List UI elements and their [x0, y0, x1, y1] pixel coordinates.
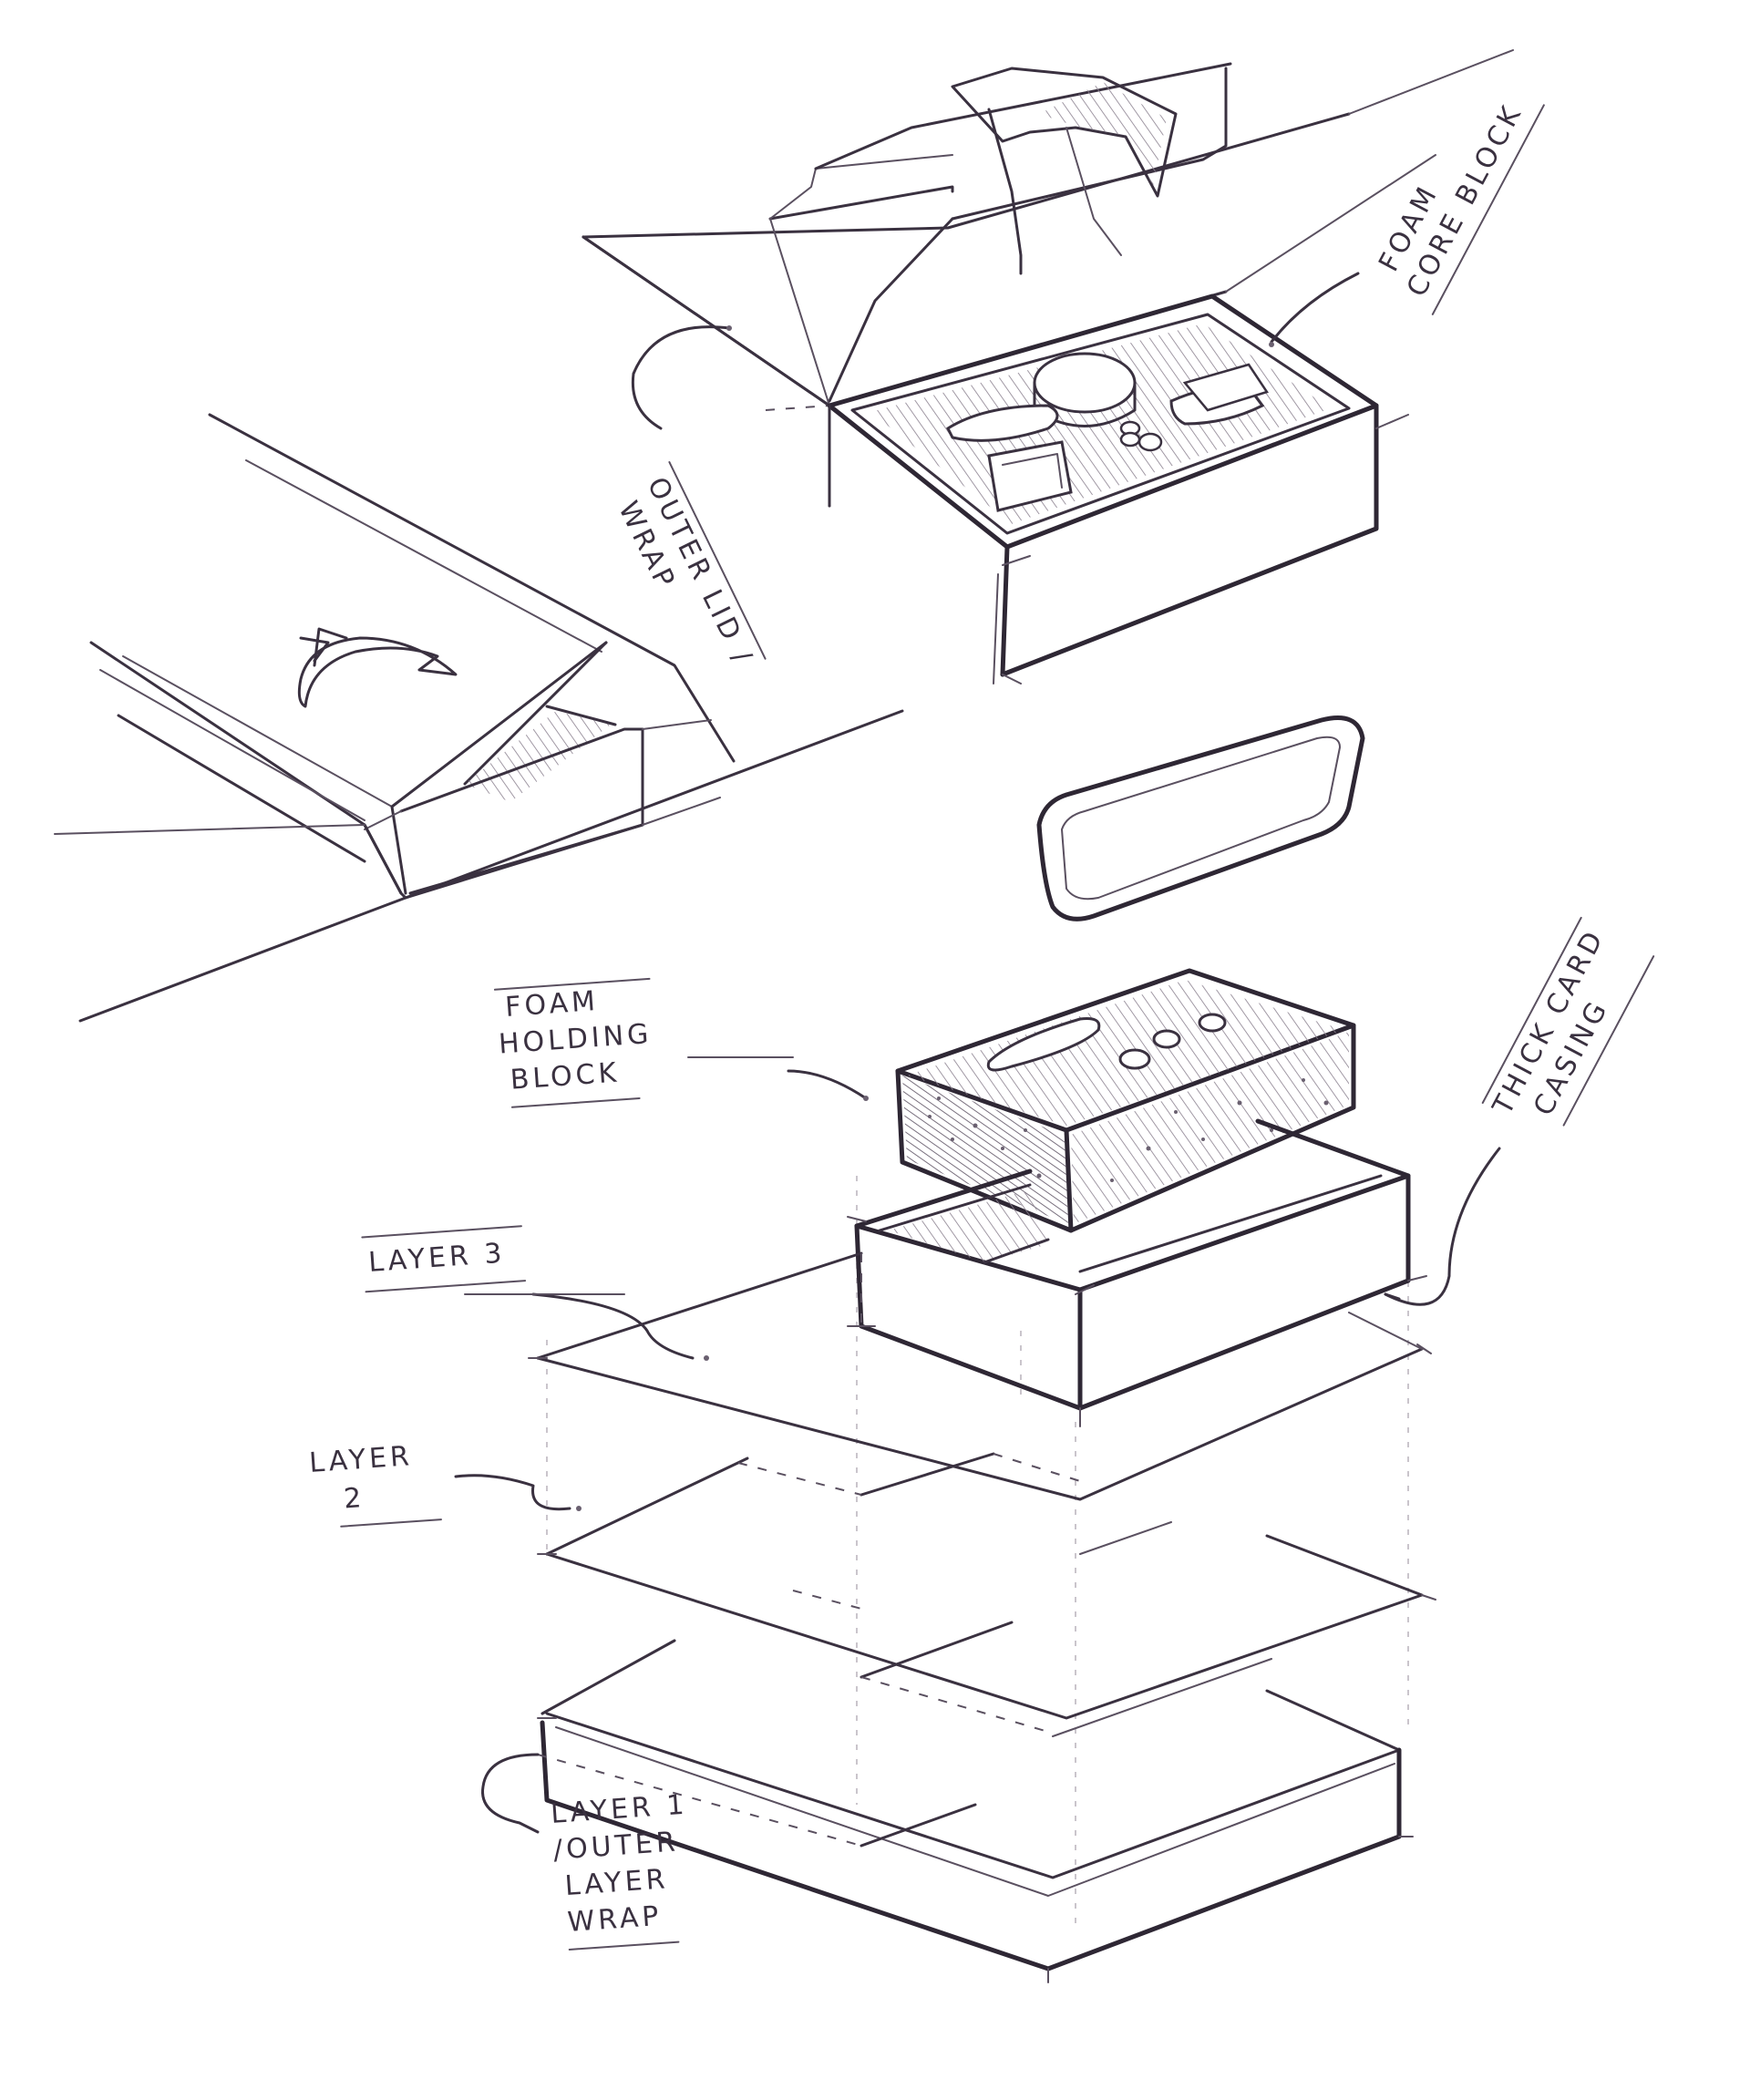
label-thick-card-casing: THICK CARD CASING	[1481, 916, 1655, 1127]
label-line: LAYER	[564, 1863, 670, 1902]
label-line: FOAM	[504, 985, 600, 1024]
open-box-sketch	[582, 49, 1514, 685]
construction-guides	[546, 1176, 1409, 1923]
foam-cutouts	[946, 352, 1269, 512]
label-layer-2: LAYER 2	[308, 1440, 442, 1528]
foam-holding-block	[895, 968, 1356, 1233]
layer-3-sheet	[528, 1251, 1432, 1501]
label-layer-3: LAYER 3	[361, 1225, 527, 1293]
label-outer-lid-wrap: OUTER LID / WRAP	[612, 460, 767, 671]
label-line: HOLDING	[498, 1018, 654, 1061]
lid-outline-sketch	[1036, 715, 1365, 921]
label-line: /OUTER	[552, 1826, 680, 1867]
label-foam-core-block: FOAM CORE BLOCK	[1373, 98, 1545, 315]
label-foam-holding-block: FOAM HOLDING BLOCK	[493, 977, 654, 1108]
label-line: WRAP	[566, 1900, 663, 1939]
label-line: BLOCK	[510, 1056, 622, 1096]
label-line: LAYER 3	[367, 1238, 506, 1279]
label-line: 2	[343, 1482, 365, 1516]
thick-card-casing	[847, 1118, 1427, 1427]
label-line: LAYER 1	[550, 1789, 688, 1830]
flap-closeup-sketch	[54, 413, 904, 1023]
layer-2-sheet	[537, 1452, 1436, 1720]
layer-1-sheet	[537, 1621, 1414, 1983]
label-line: LAYER	[308, 1440, 414, 1479]
label-layer-1: LAYER 1 /OUTER LAYER WRAP	[550, 1789, 689, 1951]
leader-lines	[454, 272, 1501, 1834]
